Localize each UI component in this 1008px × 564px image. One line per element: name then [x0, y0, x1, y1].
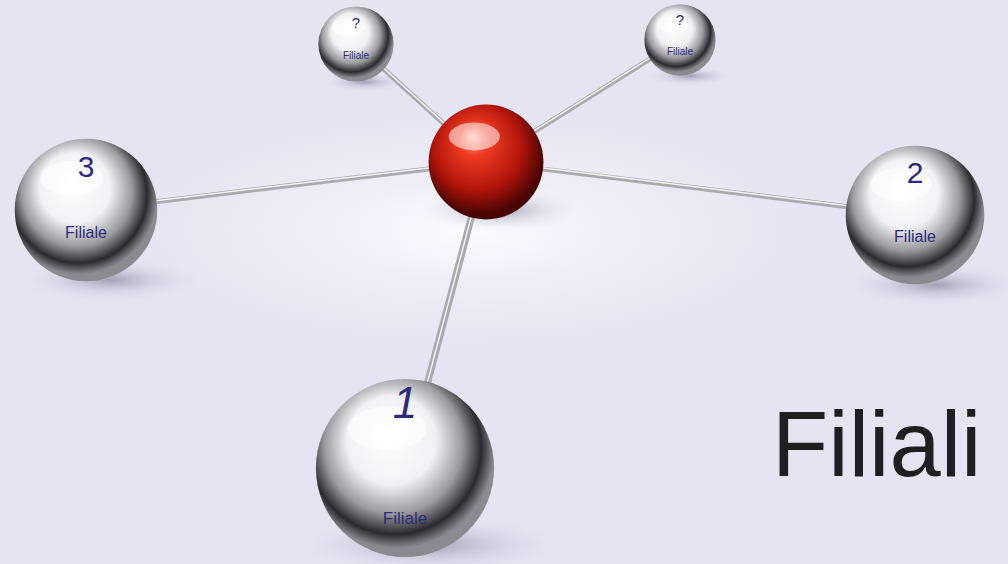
sphere-fill [429, 105, 544, 220]
sphere-fill [644, 4, 715, 75]
branch-sphere: ? Filiale [318, 6, 394, 82]
branch-sphere: 1Filiale [315, 378, 495, 558]
callout-number: 3 [14, 152, 158, 182]
callout-number: 2 [845, 158, 985, 188]
branch-sphere: 2Filiale [845, 145, 985, 285]
branch-label: Filiale [644, 47, 716, 57]
sphere-fill [318, 6, 393, 81]
connector-rod [533, 58, 651, 132]
branch-label: Filiale [315, 510, 495, 527]
sphere-fill [15, 139, 158, 282]
hub-sphere [428, 104, 544, 220]
connector-rod [428, 216, 472, 383]
branch-sphere: ? Filiale [644, 4, 716, 76]
rod-highlight [542, 168, 848, 206]
rod-highlight [156, 168, 431, 201]
sphere-shape [428, 104, 544, 220]
rod-highlight [533, 57, 651, 131]
sphere-fill [846, 146, 985, 285]
callout-number: ? [318, 15, 394, 30]
sphere-highlight [449, 123, 500, 151]
rod-highlight [428, 215, 472, 382]
connector-rod [383, 68, 445, 124]
diagram-title: Filiali [772, 398, 982, 490]
callout-number: ? [644, 12, 716, 27]
branch-label: Filiale [845, 229, 985, 245]
connector-rod [542, 169, 848, 207]
branch-sphere: 3Filiale [14, 138, 158, 282]
branch-label: Filiale [14, 225, 158, 241]
rod-highlight [383, 67, 445, 123]
connector-rod [156, 169, 431, 202]
sphere-fill [316, 379, 494, 557]
branch-label: Filiale [318, 51, 394, 61]
callout-number: 1 [315, 381, 495, 425]
